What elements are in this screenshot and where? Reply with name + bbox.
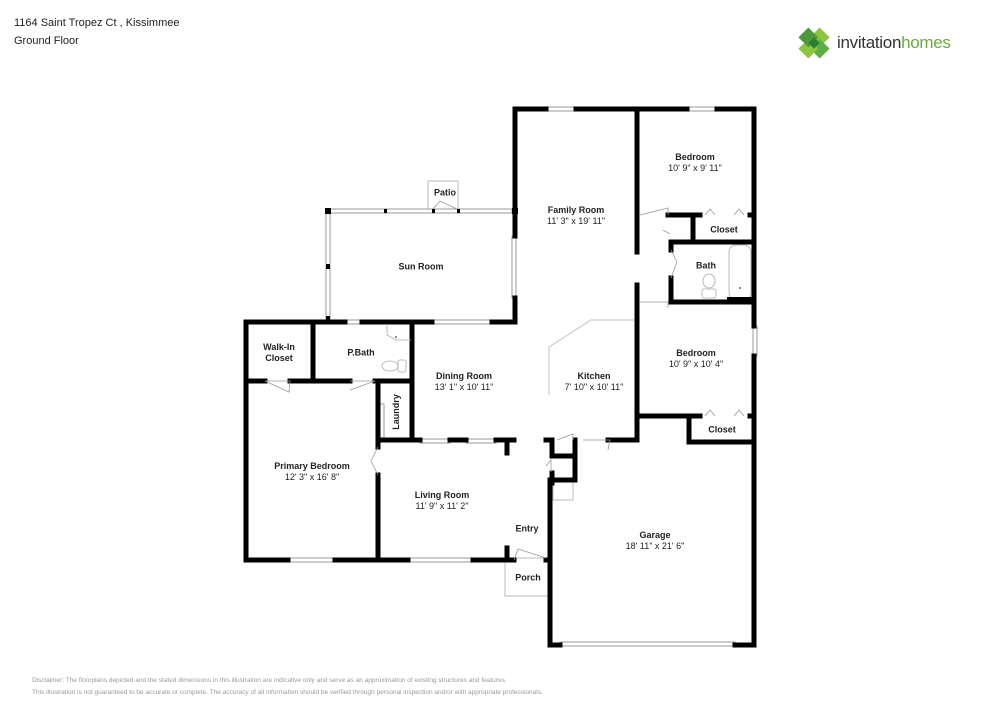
room-garage: Garage 18' 11" x 21' 6" (625, 530, 685, 551)
room-dining-room: Dining Room 13' 1" x 10' 11" (434, 371, 494, 392)
room-family-room: Family Room 11' 3" x 19' 11" (546, 205, 606, 226)
room-closet-2: Closet (708, 424, 736, 435)
floor-label: Ground Floor (14, 35, 79, 47)
room-porch: Porch (515, 572, 541, 583)
room-p-bath: P.Bath (347, 347, 375, 358)
brand-wordmark: invitationhomes (837, 33, 951, 52)
room-bath: Bath (696, 260, 716, 271)
room-closet-1: Closet (710, 224, 738, 235)
room-walk-in-closet: Walk-In Closet (263, 342, 295, 363)
disclaimer: Disclaimer: The floorplans depicted and … (32, 675, 543, 699)
room-bedroom-2: Bedroom 10' 9" x 10' 4" (668, 348, 724, 369)
disclaimer-line-1: Disclaimer: The floorplans depicted and … (32, 677, 507, 684)
room-laundry: Laundry (391, 394, 401, 430)
room-kitchen: Kitchen 7' 10" x 10' 11" (564, 371, 624, 392)
property-header: 1164 Saint Tropez Ct , Kissimmee Ground … (14, 14, 179, 50)
room-sun-room: Sun Room (398, 261, 444, 272)
room-primary-bedroom: Primary Bedroom 12' 3" x 16' 8" (274, 461, 350, 482)
property-address: 1164 Saint Tropez Ct , Kissimmee (14, 17, 180, 29)
room-living-room: Living Room 11' 9" x 11' 2" (414, 490, 470, 511)
disclaimer-line-2: This illustration is not guaranteed to b… (32, 689, 543, 696)
room-entry: Entry (515, 523, 539, 534)
room-patio: Patio (433, 187, 457, 198)
room-bedroom-1: Bedroom 10' 9" x 9' 11" (668, 152, 722, 173)
invitation-homes-logo: invitationhomes (797, 26, 951, 60)
clover-logo-icon (798, 27, 830, 59)
